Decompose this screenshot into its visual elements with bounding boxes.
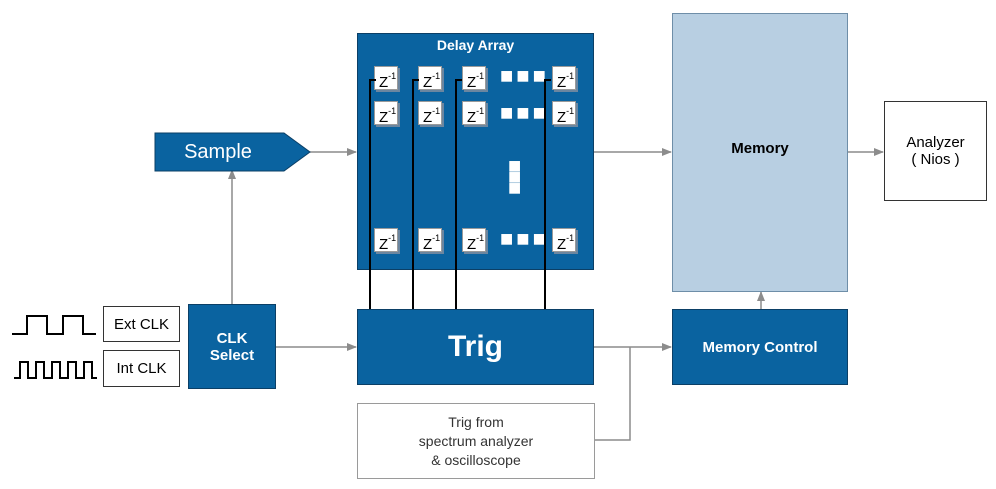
delay-cell-r1-c1: Z-1 — [374, 66, 398, 91]
delay-cell-r2-c3: Z-1 — [462, 101, 486, 126]
delay-cell-r1-c3: Z-1 — [462, 66, 486, 91]
trig-source-line3: & oscilloscope — [431, 451, 521, 468]
trig-source-line2: spectrum analyzer — [418, 432, 534, 449]
row-ellipsis-1: ■■■ — [500, 63, 549, 88]
trig-source-line1: Trig from — [448, 413, 504, 430]
delay-cell-r3-c3: Z-1 — [462, 228, 486, 253]
ext-clk-waveform-icon — [12, 315, 96, 335]
memory-label: Memory — [731, 140, 789, 157]
memory-block: Memory — [672, 13, 848, 292]
delay-cell-r1-c4: Z-1 — [552, 66, 576, 91]
delay-cell-r1-c2: Z-1 — [418, 66, 442, 91]
ext-clk-label: Ext CLK — [113, 315, 170, 333]
trig-block: Trig — [357, 309, 594, 385]
trig-label: Trig — [447, 330, 503, 363]
delay-cell-r3-c4: Z-1 — [552, 228, 576, 253]
trig-source-box: Trig from spectrum analyzer & oscillosco… — [357, 403, 595, 479]
sample-label: Sample — [184, 141, 252, 163]
clk-select-line1: CLK — [216, 329, 248, 347]
int-clk-box: Int CLK — [103, 350, 180, 387]
analyzer-label-line2: ( Nios ) — [911, 151, 960, 168]
memory-control-block: Memory Control — [672, 309, 848, 385]
analyzer-label-line1: Analyzer — [906, 134, 965, 151]
row-ellipsis-2: ■■■ — [500, 100, 549, 125]
clk-select-block: CLK Select — [188, 304, 276, 389]
wire-trig-source-to-junction — [595, 347, 631, 441]
delay-cell-r2-c2: Z-1 — [418, 101, 442, 126]
ext-clk-box: Ext CLK — [103, 306, 180, 342]
delay-cell-r3-c1: Z-1 — [374, 228, 398, 253]
sample-block: Sample — [154, 132, 311, 172]
memory-control-label: Memory Control — [702, 338, 818, 356]
column-ellipsis: ■■■ — [508, 153, 522, 200]
delay-cell-r3-c2: Z-1 — [418, 228, 442, 253]
int-clk-label: Int CLK — [116, 360, 167, 377]
row-ellipsis-3: ■■■ — [500, 226, 549, 251]
delay-cell-r2-c4: Z-1 — [552, 101, 576, 126]
delay-array-title: Delay Array — [436, 37, 515, 53]
int-clk-waveform-icon — [14, 361, 97, 379]
analyzer-block: Analyzer ( Nios ) — [884, 101, 987, 201]
delay-cell-r2-c1: Z-1 — [374, 101, 398, 126]
clk-select-line2: Select — [209, 346, 255, 364]
